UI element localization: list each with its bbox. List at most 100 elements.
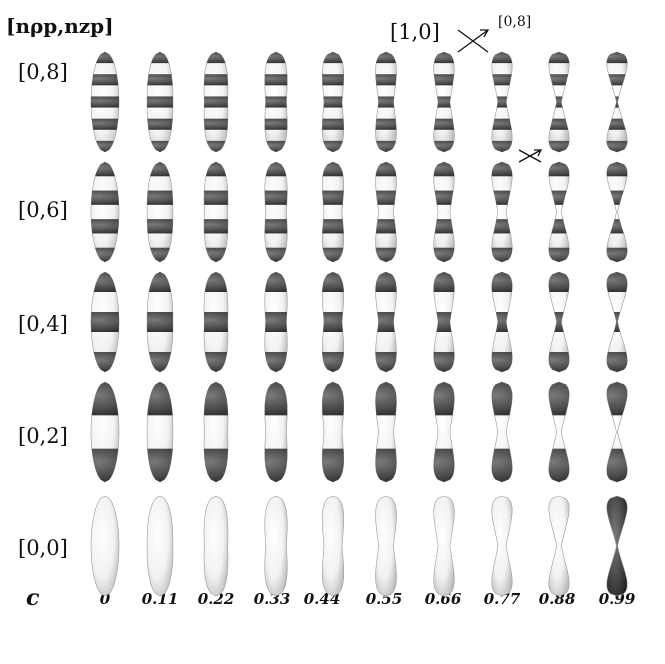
dark-band xyxy=(322,352,344,372)
dark-band xyxy=(91,352,119,372)
dark-band xyxy=(147,247,173,262)
dark-band xyxy=(91,190,119,205)
dark-band xyxy=(606,448,628,482)
density-bands xyxy=(204,52,228,152)
shape-icon xyxy=(548,271,570,373)
dark-band xyxy=(264,74,288,86)
dark-band xyxy=(606,96,628,108)
density-bands xyxy=(375,272,397,372)
shape-body xyxy=(203,161,229,263)
shape-body xyxy=(491,161,513,263)
shape-icon xyxy=(433,495,455,597)
density-bands xyxy=(606,272,628,372)
shape-icon xyxy=(90,51,120,153)
c-value-label: 0.55 xyxy=(365,590,403,608)
dark-band xyxy=(204,448,228,482)
dark-band xyxy=(375,96,397,108)
dark-band xyxy=(606,312,628,332)
dark-band xyxy=(433,52,455,64)
dark-band xyxy=(264,352,288,372)
dark-band xyxy=(433,140,455,152)
c-value-label: 0.22 xyxy=(197,590,235,608)
density-bands xyxy=(91,52,119,152)
shape-icon xyxy=(90,381,120,483)
arrow-line xyxy=(457,29,489,53)
dark-band xyxy=(147,219,173,234)
shape-icon xyxy=(433,271,455,373)
shape-icon xyxy=(146,271,174,373)
dark-band xyxy=(91,52,119,64)
dark-band xyxy=(147,190,173,205)
dark-band xyxy=(204,190,228,205)
dark-band xyxy=(606,118,628,130)
dark-band xyxy=(433,118,455,130)
shape-body xyxy=(548,161,570,263)
shape-icon xyxy=(321,51,345,153)
dark-band xyxy=(548,352,570,372)
shape-icon xyxy=(491,271,513,373)
shape-icon xyxy=(203,495,229,597)
dark-band xyxy=(147,352,173,372)
dark-band xyxy=(548,382,570,416)
dark-band xyxy=(91,118,119,130)
density-bands xyxy=(433,52,455,152)
dark-band xyxy=(375,448,397,482)
density-bands xyxy=(375,52,397,152)
shape-icon xyxy=(90,271,120,373)
shape-icon xyxy=(146,51,174,153)
shape-icon xyxy=(203,161,229,263)
shape-icon xyxy=(606,495,628,597)
shape-icon xyxy=(203,271,229,373)
dark-band xyxy=(204,96,228,108)
dark-band xyxy=(548,190,570,205)
dark-band xyxy=(548,52,570,64)
dark-band xyxy=(548,74,570,86)
density-bands xyxy=(204,272,228,372)
shape-icon xyxy=(321,381,345,483)
density-bands xyxy=(548,272,570,372)
shape-body xyxy=(90,495,120,597)
dark-band xyxy=(204,272,228,292)
shape-icon xyxy=(491,161,513,263)
shape-icon xyxy=(146,161,174,263)
dark-band xyxy=(264,190,288,205)
dark-band xyxy=(548,272,570,292)
shape-icon xyxy=(90,495,120,597)
shape-body xyxy=(606,161,628,263)
dark-band xyxy=(147,272,173,292)
dark-band xyxy=(375,162,397,177)
shape-body xyxy=(146,495,174,597)
dark-band xyxy=(548,162,570,177)
annotation-arrows xyxy=(457,29,543,163)
density-bands xyxy=(91,272,119,372)
density-bands xyxy=(433,382,455,482)
dark-band xyxy=(147,52,173,64)
shape-icon xyxy=(433,51,455,153)
dark-band xyxy=(375,74,397,86)
dark-band xyxy=(91,140,119,152)
dark-band xyxy=(322,219,344,234)
dark-band xyxy=(91,382,119,416)
shape-icon xyxy=(375,271,397,373)
shape-body xyxy=(264,495,288,597)
dark-band xyxy=(264,382,288,416)
dark-band xyxy=(491,312,513,332)
dark-band xyxy=(606,352,628,372)
dark-band xyxy=(264,52,288,64)
shape-body xyxy=(146,161,174,263)
shape-icon xyxy=(433,161,455,263)
dark-band xyxy=(322,272,344,292)
dark-band xyxy=(491,448,513,482)
shape-body xyxy=(264,161,288,263)
shape-icon xyxy=(606,381,628,483)
shape-icon xyxy=(491,381,513,483)
dark-band xyxy=(433,272,455,292)
dark-band xyxy=(147,312,173,332)
dark-band xyxy=(491,74,513,86)
shape-body xyxy=(433,495,455,597)
dark-band xyxy=(606,190,628,205)
row-label-0-0: [0,0] xyxy=(18,536,68,560)
dark-band xyxy=(375,247,397,262)
shape-body xyxy=(375,161,397,263)
dark-band xyxy=(606,52,628,64)
